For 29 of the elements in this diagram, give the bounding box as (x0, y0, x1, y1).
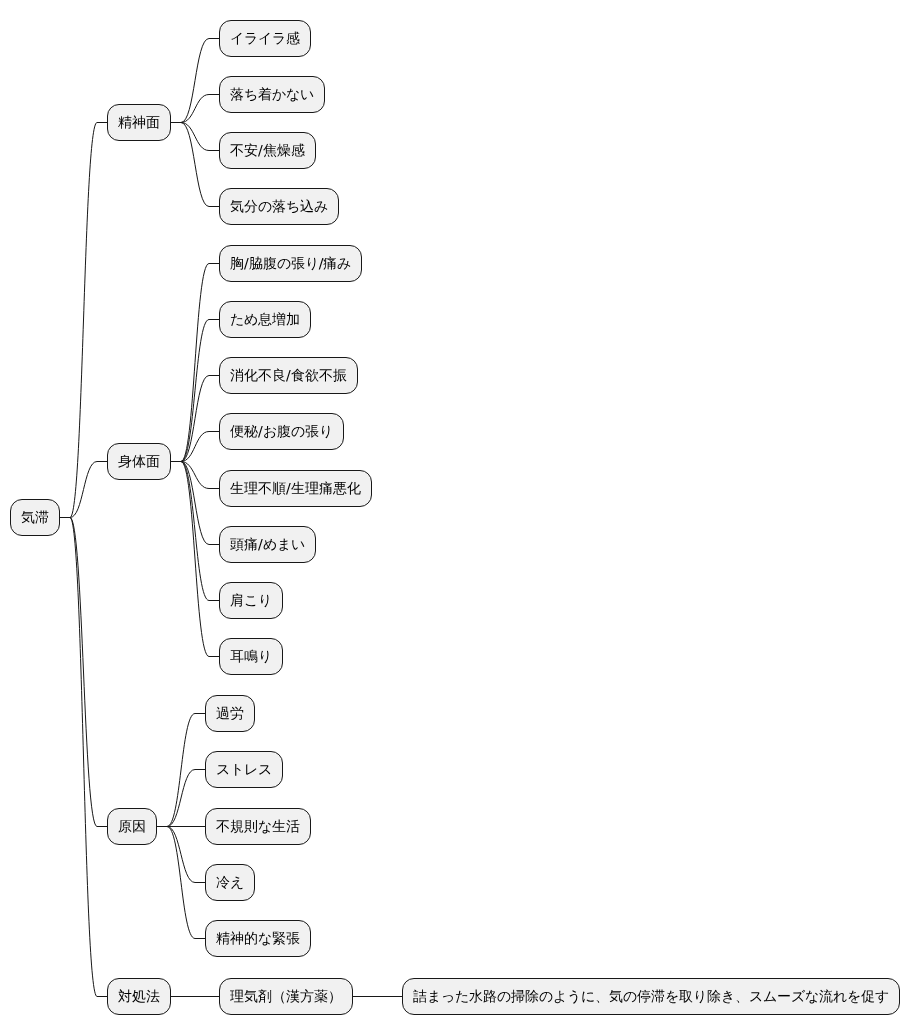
topic-box: 不安/焦燥感 (219, 132, 316, 169)
topic-box: イライラ感 (219, 20, 311, 57)
topic-box: 気分の落ち込み (219, 188, 339, 225)
topic-box: 頭痛/めまい (219, 526, 316, 563)
connector-line (170, 996, 220, 997)
topic-box: 詰まった水路の掃除のように、気の停滞を取り除き、スムーズな流れを促す (402, 978, 900, 1015)
topic-box: 生理不順/生理痛悪化 (219, 470, 372, 507)
topic-box: 精神的な緊張 (205, 920, 311, 957)
topic-box: 理気剤（漢方薬） (219, 978, 353, 1015)
topic-box: ため息増加 (219, 301, 311, 338)
topic-box: 肩こり (219, 582, 283, 619)
topic-box: 原因 (107, 808, 157, 845)
topic-box: ストレス (205, 751, 283, 788)
topic-box: 落ち着かない (219, 76, 325, 113)
connector-line (156, 826, 206, 939)
topic-box: 冷え (205, 864, 255, 901)
connector-line (170, 122, 220, 207)
topic-box: 対処法 (107, 978, 171, 1015)
central-topic-box: 気滞 (10, 499, 60, 536)
topic-box: 精神面 (107, 104, 171, 141)
topic-box: 消化不良/食欲不振 (219, 357, 358, 394)
topic-box: 身体面 (107, 443, 171, 480)
topic-box: 耳鳴り (219, 638, 283, 675)
topic-box: 便秘/お腹の張り (219, 413, 344, 450)
topic-box: 不規則な生活 (205, 808, 311, 845)
topic-box: 胸/脇腹の張り/痛み (219, 245, 363, 282)
topic-box: 過労 (205, 695, 255, 732)
connector-line (352, 996, 403, 997)
connector-line (170, 461, 220, 657)
